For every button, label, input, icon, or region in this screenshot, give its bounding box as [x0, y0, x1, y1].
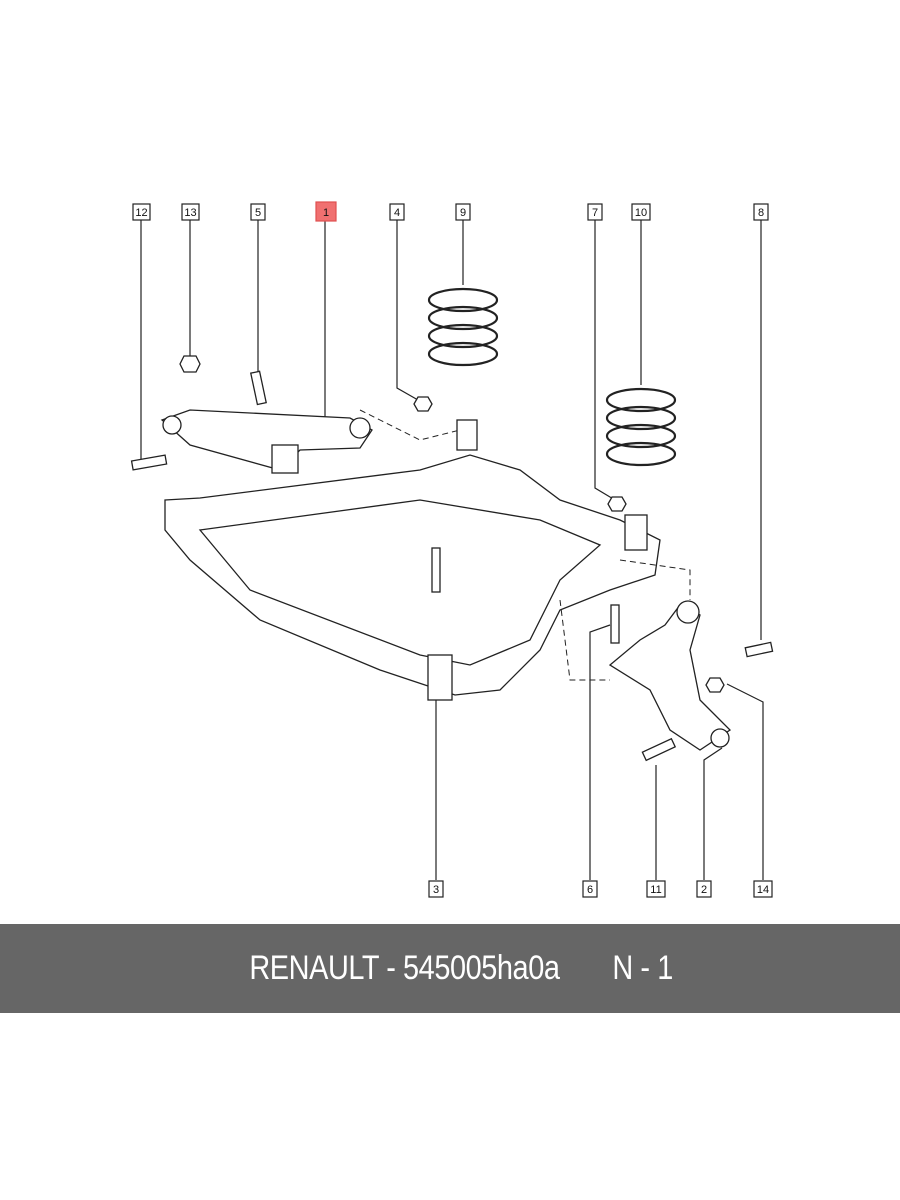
callout-3[interactable]: 3 — [428, 880, 444, 898]
coil-spring-10 — [605, 387, 677, 467]
callout-2[interactable]: 2 — [696, 880, 712, 898]
svg-text:8: 8 — [758, 207, 764, 219]
callout-1-highlighted[interactable]: 1 — [315, 201, 337, 222]
svg-text:3: 3 — [433, 884, 439, 896]
callout-7[interactable]: 7 — [587, 203, 603, 221]
callout-14[interactable]: 14 — [753, 880, 773, 898]
svg-text:11: 11 — [650, 884, 661, 896]
callout-8[interactable]: 8 — [753, 203, 769, 221]
brand-part-number: RENAULT - 545005ha0a — [249, 949, 560, 987]
svg-text:1: 1 — [323, 207, 329, 219]
svg-text:7: 7 — [592, 207, 598, 219]
svg-text:13: 13 — [184, 207, 196, 219]
callout-12[interactable]: 12 — [132, 203, 151, 221]
quantity-label: N - 1 — [612, 949, 673, 987]
callout-13[interactable]: 13 — [181, 203, 200, 221]
control-arm-left — [160, 409, 373, 474]
callout-9[interactable]: 9 — [455, 203, 471, 221]
svg-text:12: 12 — [135, 207, 147, 219]
callout-11[interactable]: 11 — [646, 880, 666, 898]
callout-4[interactable]: 4 — [389, 203, 405, 221]
subframe — [164, 409, 691, 701]
fasteners — [130, 355, 774, 762]
coil-spring-9 — [427, 287, 499, 367]
control-arm-right — [608, 600, 732, 751]
leader-lines — [140, 220, 764, 880]
parts-diagram: 12 13 5 1 4 9 7 10 8 3 6 11 2 14 — [130, 201, 774, 898]
part-number-banner: RENAULT - 545005ha0a N - 1 — [0, 924, 900, 1013]
svg-text:4: 4 — [394, 207, 400, 219]
callout-6[interactable]: 6 — [582, 880, 598, 898]
svg-text:14: 14 — [757, 884, 769, 896]
callout-5[interactable]: 5 — [250, 203, 266, 221]
svg-text:9: 9 — [460, 207, 466, 219]
svg-text:10: 10 — [635, 207, 647, 219]
svg-text:2: 2 — [701, 884, 707, 896]
svg-text:5: 5 — [255, 207, 261, 219]
svg-text:6: 6 — [587, 884, 593, 896]
callout-10[interactable]: 10 — [631, 203, 651, 221]
